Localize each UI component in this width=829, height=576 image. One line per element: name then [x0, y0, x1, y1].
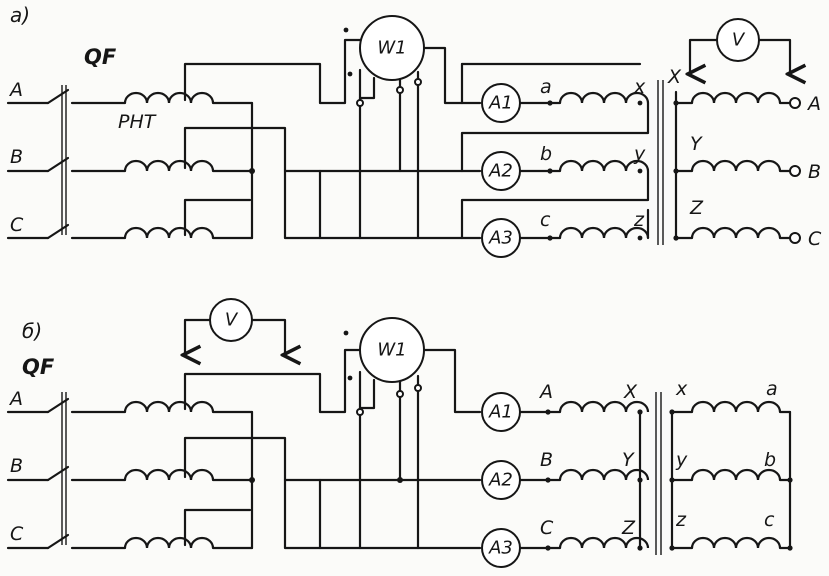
voltmeter-a: V	[690, 18, 790, 74]
secondary-start-a-3: Z	[689, 197, 704, 219]
voltmeter-label-b: V	[225, 310, 239, 331]
breaker-label-b: QF	[22, 355, 55, 379]
ammeter-label-b-3: A3	[488, 538, 513, 559]
input-lines-b	[6, 392, 127, 550]
wattmeter-label-a: W1	[377, 38, 406, 59]
secondary-windings-a	[673, 90, 801, 244]
primary-end-a-2: y	[633, 143, 646, 165]
secondary-end-b-3: c	[764, 509, 775, 531]
secondary-start-a-1: X	[667, 66, 682, 88]
secondary-end-b-2: b	[764, 449, 776, 471]
primary-start-a-1: a	[540, 76, 552, 98]
part-a: а) QF РНТ A B C	[6, 3, 822, 258]
wattmeter-label-b: W1	[377, 340, 406, 361]
ammeter-label-a-3: A3	[488, 228, 513, 249]
ammeter-label-a-1: A1	[488, 93, 513, 114]
output-label-a-2: B	[808, 161, 821, 183]
primary-end-b-3: Z	[621, 517, 636, 539]
phase-label-a-3: C	[10, 214, 24, 236]
phase-label-b-3: C	[10, 523, 24, 545]
wattmeter-b: W1	[283, 317, 482, 550]
secondary-windings-b	[669, 400, 793, 551]
secondary-start-b-3: z	[675, 509, 687, 531]
output-label-a-1: A	[806, 93, 821, 115]
secondary-start-b-1: x	[675, 378, 688, 400]
regulator-coils-a	[123, 38, 362, 240]
primary-start-b-2: B	[540, 449, 553, 471]
secondary-start-b-2: y	[675, 449, 688, 471]
ammeter-label-b-2: A2	[488, 470, 513, 491]
ammeters-a: A1 A2 A3	[460, 62, 642, 258]
transformer-core-b	[655, 392, 662, 555]
primary-start-b-1: A	[538, 381, 553, 403]
primary-windings-b	[558, 400, 650, 551]
regulator-coils-b	[123, 348, 362, 550]
regulator-label-a: РНТ	[118, 111, 157, 133]
primary-end-b-1: X	[623, 381, 638, 403]
primary-windings-a	[460, 91, 650, 241]
voltmeter-b: V	[185, 298, 285, 355]
transformer-core-a	[657, 80, 664, 245]
ammeter-label-a-2: A2	[488, 161, 513, 182]
primary-end-a-3: z	[633, 209, 645, 231]
secondary-start-a-2: Y	[690, 133, 703, 155]
secondary-end-b-1: a	[766, 378, 778, 400]
primary-end-a-1: x	[633, 76, 646, 98]
phase-label-a-1: A	[8, 79, 23, 101]
input-lines-a	[6, 85, 127, 240]
wattmeter-a: W1	[283, 15, 482, 240]
part-b: б) QF A B C	[6, 298, 793, 568]
phase-label-b-1: A	[8, 388, 23, 410]
ammeter-label-b-1: A1	[488, 402, 513, 423]
caption-b: б)	[22, 319, 42, 343]
primary-start-a-2: b	[540, 143, 552, 165]
breaker-label-a: QF	[84, 45, 117, 69]
voltmeter-label-a: V	[732, 30, 746, 51]
output-label-a-3: C	[808, 228, 822, 250]
phase-label-a-2: B	[10, 146, 23, 168]
phase-label-b-2: B	[10, 455, 23, 477]
primary-start-a-3: c	[540, 209, 551, 231]
primary-end-b-2: Y	[622, 449, 635, 471]
ammeters-b: A1 A2 A3	[481, 392, 562, 568]
primary-start-b-3: C	[540, 517, 554, 539]
caption-a: а)	[10, 3, 30, 27]
